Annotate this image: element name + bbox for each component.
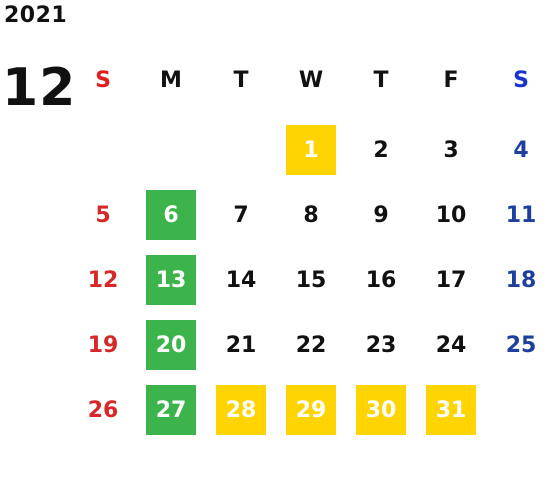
day-cell[interactable]: 29 [286, 385, 336, 435]
day-cell[interactable]: 27 [146, 385, 196, 435]
month-number: 12 [2, 58, 77, 118]
day-cell[interactable]: 5 [95, 202, 111, 228]
day-cell[interactable]: 11 [505, 202, 537, 228]
day-cell[interactable]: 16 [365, 267, 397, 293]
day-cell[interactable]: 22 [295, 332, 327, 358]
year-label: 2021 [4, 3, 68, 28]
day-cell[interactable]: 17 [435, 267, 467, 293]
day-cell[interactable]: 20 [146, 320, 196, 370]
day-cell[interactable]: 4 [513, 137, 529, 163]
day-cell[interactable]: 19 [87, 332, 119, 358]
day-cell[interactable]: 15 [295, 267, 327, 293]
weekday-header: T [233, 67, 249, 93]
weekday-header: W [298, 67, 324, 93]
weekday-header: F [443, 67, 459, 93]
day-cell[interactable]: 21 [225, 332, 257, 358]
day-cell[interactable]: 8 [303, 202, 319, 228]
day-cell[interactable]: 14 [225, 267, 257, 293]
day-cell[interactable]: 28 [216, 385, 266, 435]
day-cell[interactable]: 31 [426, 385, 476, 435]
weekday-header: T [373, 67, 389, 93]
day-cell[interactable]: 24 [435, 332, 467, 358]
day-cell[interactable]: 1 [286, 125, 336, 175]
day-cell[interactable]: 12 [87, 267, 119, 293]
day-cell[interactable]: 6 [146, 190, 196, 240]
day-cell[interactable]: 3 [443, 137, 459, 163]
day-cell[interactable]: 13 [146, 255, 196, 305]
day-cell[interactable]: 10 [435, 202, 467, 228]
day-cell[interactable]: 23 [365, 332, 397, 358]
weekday-header: S [513, 67, 529, 93]
day-cell[interactable]: 9 [373, 202, 389, 228]
day-cell[interactable]: 26 [87, 397, 119, 423]
day-cell[interactable]: 25 [505, 332, 537, 358]
day-cell[interactable]: 18 [505, 267, 537, 293]
weekday-header: M [160, 67, 182, 93]
day-cell[interactable]: 7 [233, 202, 249, 228]
weekday-header: S [95, 67, 111, 93]
day-cell[interactable]: 30 [356, 385, 406, 435]
day-cell[interactable]: 2 [373, 137, 389, 163]
